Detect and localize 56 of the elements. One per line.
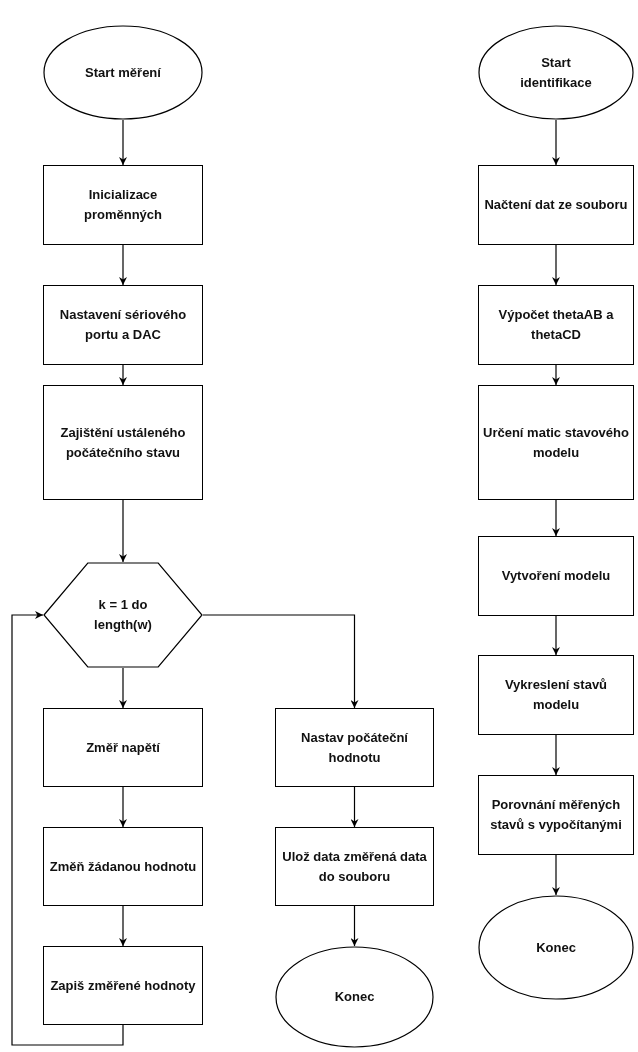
node-text: Konec (536, 938, 576, 957)
process-box (478, 285, 634, 365)
arrow (552, 364, 560, 386)
arrow (202, 614, 359, 709)
node-text: Určení matic stavového modelu (483, 423, 629, 462)
node-text: Vytvoření modelu (501, 567, 611, 585)
process-box (275, 827, 434, 906)
process-box (478, 165, 634, 245)
arrow (552, 244, 560, 286)
node-text: Porovnání měřených stavů s vypočítanými (489, 796, 623, 834)
terminal-ellipse (478, 895, 634, 1000)
process-box (43, 165, 203, 245)
node-text: Inicializace proměnných (83, 186, 163, 224)
arrow (552, 499, 560, 537)
arrow (350, 905, 359, 947)
arrow (552, 854, 560, 896)
loop-hexagon (43, 562, 203, 668)
arrow (119, 905, 127, 947)
node-text: Nastavení sériového portu a DAC (58, 306, 188, 344)
process-box (43, 827, 203, 906)
process-box (43, 385, 203, 500)
arrow (119, 786, 127, 828)
arrow (552, 615, 560, 656)
node-text: Zajištění ustáleného počátečního stavu (59, 423, 187, 462)
process-box (478, 385, 634, 500)
node-text: Načtení dat ze souboru (484, 196, 628, 214)
arrow (11, 611, 124, 1046)
process-box (478, 655, 634, 735)
arrow (119, 364, 127, 386)
node-text: k = 1 do length(w) (93, 596, 153, 634)
arrow (350, 786, 359, 828)
node-text: Konec (334, 988, 375, 1006)
process-box (478, 775, 634, 855)
node-text: Změř napětí (86, 738, 160, 757)
process-box (43, 285, 203, 365)
arrow (119, 119, 127, 166)
terminal-ellipse (478, 25, 634, 120)
arrow (552, 119, 560, 166)
node-text: Změň žádanou hodnotu (49, 857, 197, 876)
arrow (119, 667, 127, 709)
terminal-ellipse (275, 946, 434, 1048)
node-text: Start identifikace (519, 53, 593, 92)
node-text: Nastav počáteční hodnotu (300, 728, 409, 767)
arrow (119, 244, 127, 286)
node-text: Výpočet thetaAB a thetaCD (497, 306, 615, 344)
process-box (43, 946, 203, 1025)
terminal-ellipse (43, 25, 203, 120)
arrow (552, 734, 560, 776)
arrow (119, 499, 127, 563)
node-text: Ulož data změřená data do souboru (281, 847, 428, 886)
process-box (43, 708, 203, 787)
node-text: Vykreslení stavů modelu (503, 676, 609, 714)
process-box (275, 708, 434, 787)
node-text: Zapiš změřené hodnoty (50, 976, 196, 995)
node-text: Start měření (85, 63, 161, 82)
process-box (478, 536, 634, 616)
